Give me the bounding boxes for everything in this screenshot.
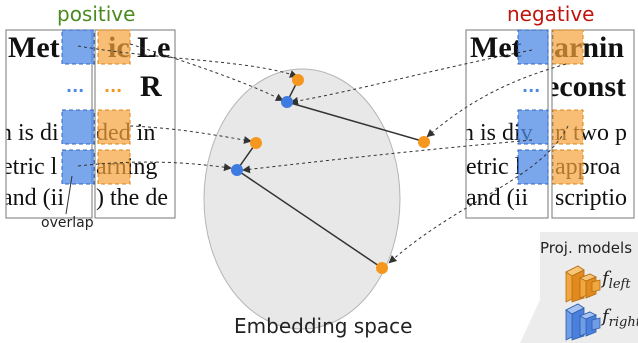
embedding-link <box>236 169 383 269</box>
negative-blue-ellipsis: ... <box>522 77 540 96</box>
dashed-arrow <box>426 63 567 138</box>
crop-text-line: n is di <box>0 120 59 146</box>
crop-text-line: and (ii <box>2 185 64 211</box>
embedding-space-ellipse <box>203 68 401 330</box>
overlap-label: overlap <box>41 215 94 231</box>
negative-blue-patch <box>517 109 549 145</box>
positive-blue-ellipsis: ... <box>66 77 84 96</box>
crop-text-line: and (ii <box>466 185 528 211</box>
negative-blue-patch <box>517 29 549 65</box>
positive-blue-patch <box>61 29 95 65</box>
f-left-sub: left <box>608 277 631 292</box>
embedding-link <box>286 101 423 142</box>
positive-label: positive <box>57 2 136 26</box>
proj-models-label: Proj. models <box>540 239 633 257</box>
cube-stack-blue-icon <box>565 303 601 341</box>
crop-text-line: ) the de <box>96 185 168 211</box>
orange-embedding-point <box>292 74 304 86</box>
negative-orange-patch <box>552 29 584 65</box>
f-left-base: f <box>602 268 609 289</box>
dashed-arrow <box>290 49 533 105</box>
orange-embedding-point <box>250 137 262 149</box>
dashed-arrow <box>129 125 252 144</box>
positive-orange-patch <box>97 29 131 65</box>
blue-embedding-point <box>231 164 243 176</box>
positive-right-frame <box>94 29 176 219</box>
positive-orange-patch <box>97 149 131 185</box>
positive-orange-ellipsis: ... <box>104 77 122 96</box>
crop-text-line: R <box>140 70 162 103</box>
orange-embedding-point <box>376 262 388 274</box>
dashed-arrow <box>129 43 284 101</box>
f-left-formula: fleft <box>602 268 631 292</box>
f-right-formula: fright <box>602 306 638 330</box>
negative-blue-patch <box>517 149 549 185</box>
cube-stack-orange-icon <box>565 265 601 303</box>
orange-embedding-point <box>418 136 430 148</box>
f-right-base: f <box>602 306 609 327</box>
crop-text-line: econst <box>546 70 626 103</box>
positive-blue-patch <box>61 109 95 145</box>
dashed-arrow <box>242 139 533 174</box>
negative-label: negative <box>507 2 595 26</box>
blue-embedding-point <box>281 96 293 108</box>
crop-text-line: Met <box>470 31 522 64</box>
crop-text-line: etric l <box>2 154 58 180</box>
crop-text-line: etric l <box>466 154 522 180</box>
overlap-pointer <box>65 175 73 215</box>
negative-right-frame <box>551 29 635 219</box>
negative-orange-patch <box>552 149 584 185</box>
embedding-space-label: Embedding space <box>234 314 413 338</box>
positive-orange-patch <box>97 109 131 145</box>
crop-text-line: Met <box>8 31 60 64</box>
f-right-sub: right <box>608 315 638 330</box>
crop-text-line: scriptio <box>555 185 627 211</box>
dashed-arrow <box>77 161 232 172</box>
positive-blue-patch <box>61 149 95 185</box>
dashed-arrow <box>77 45 298 78</box>
